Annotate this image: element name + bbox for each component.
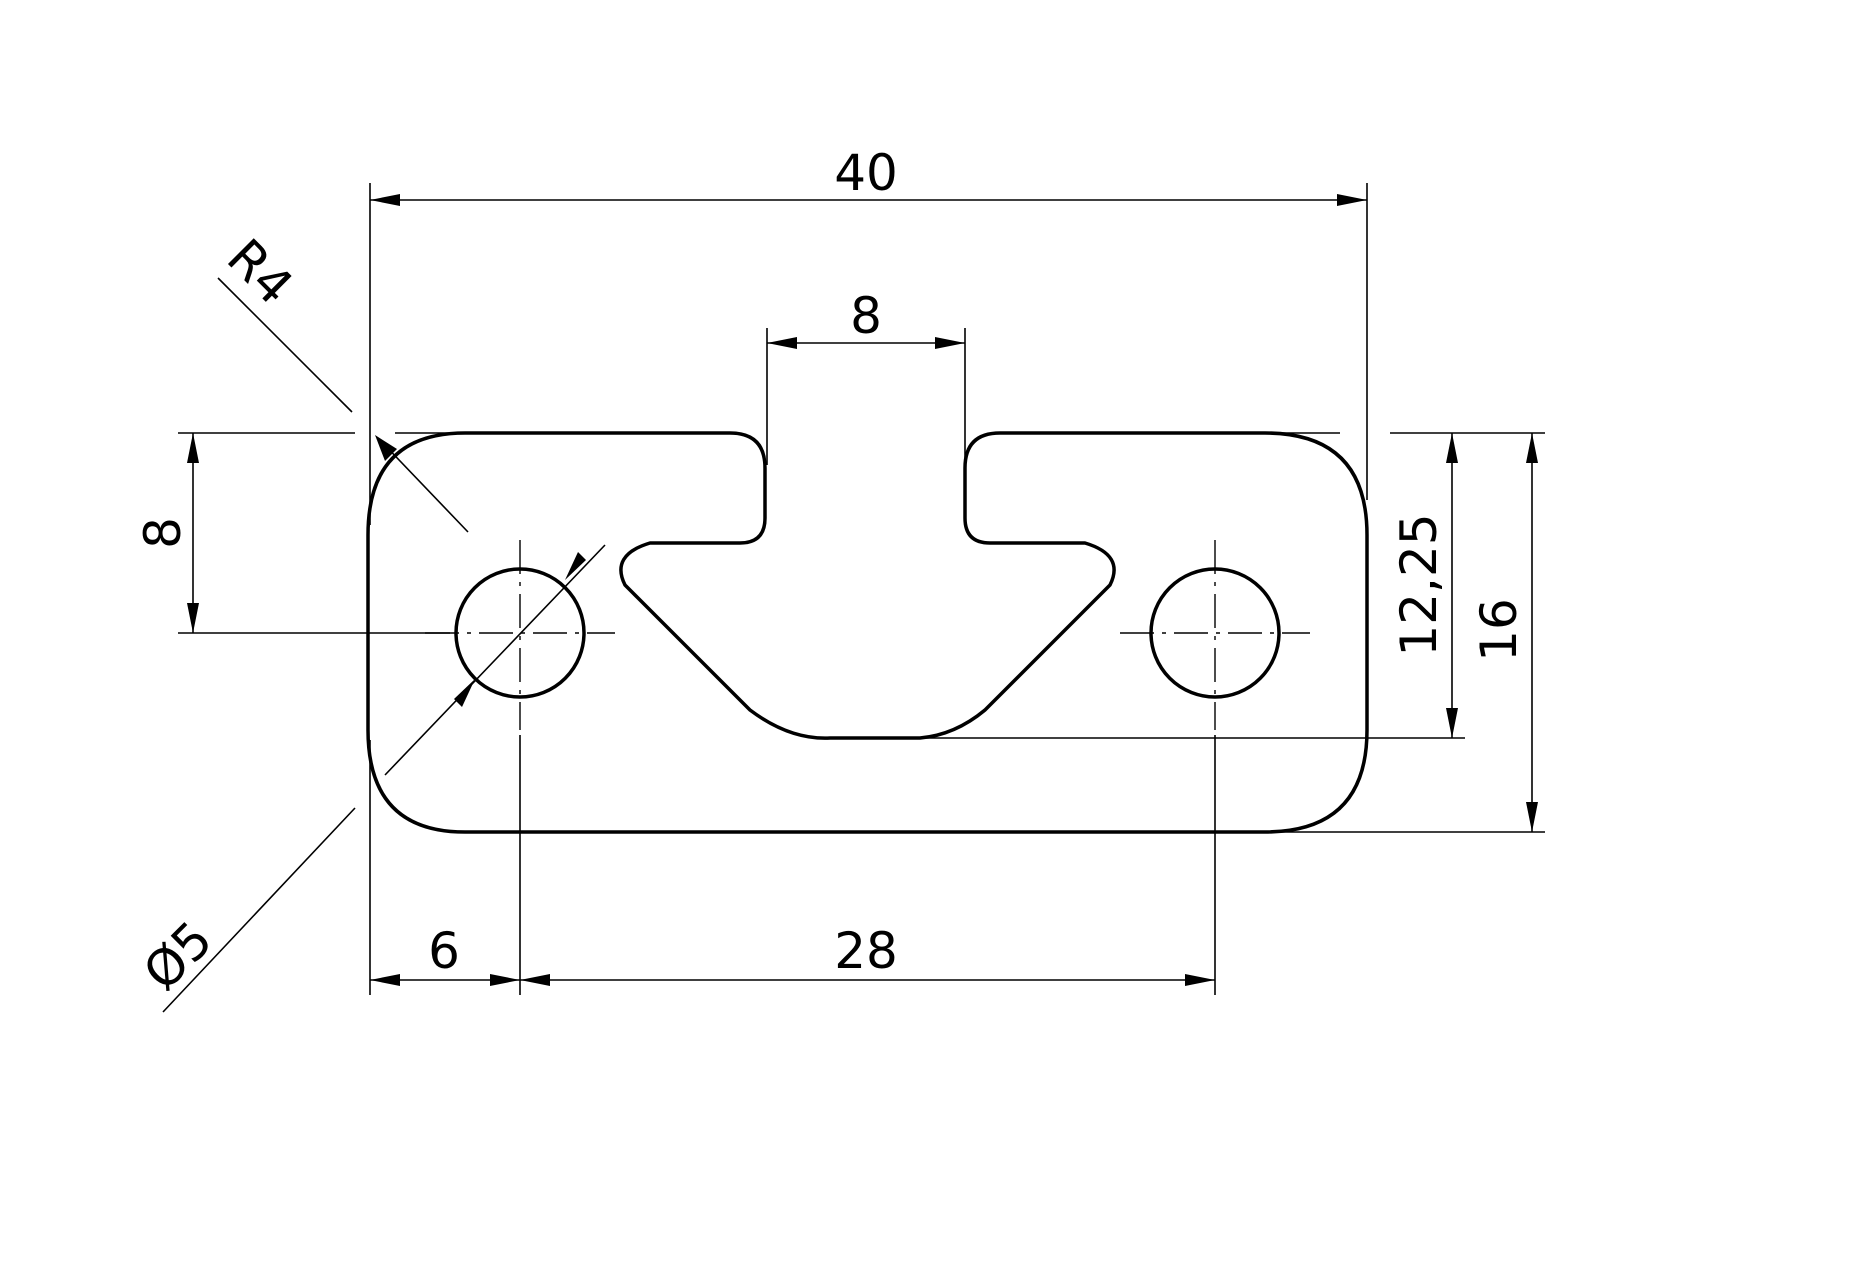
center-lines: [425, 540, 1310, 730]
dim-hole-height: 8: [134, 517, 192, 549]
arrowheads: [187, 194, 1538, 986]
dim-slot-depth: 12,25: [1390, 513, 1448, 656]
dim-edge-to-hole: 6: [428, 922, 460, 980]
dim-overall-width: 40: [834, 144, 898, 202]
dim-corner-radius: R4: [216, 228, 304, 316]
dim-hole-diameter: Ø5: [132, 910, 223, 1001]
extension-lines: [178, 183, 1545, 995]
part-outline: [366, 431, 1369, 834]
dim-slot-opening: 8: [850, 287, 882, 345]
dim-overall-height: 16: [1470, 598, 1528, 662]
dim-hole-spacing: 28: [834, 922, 898, 980]
